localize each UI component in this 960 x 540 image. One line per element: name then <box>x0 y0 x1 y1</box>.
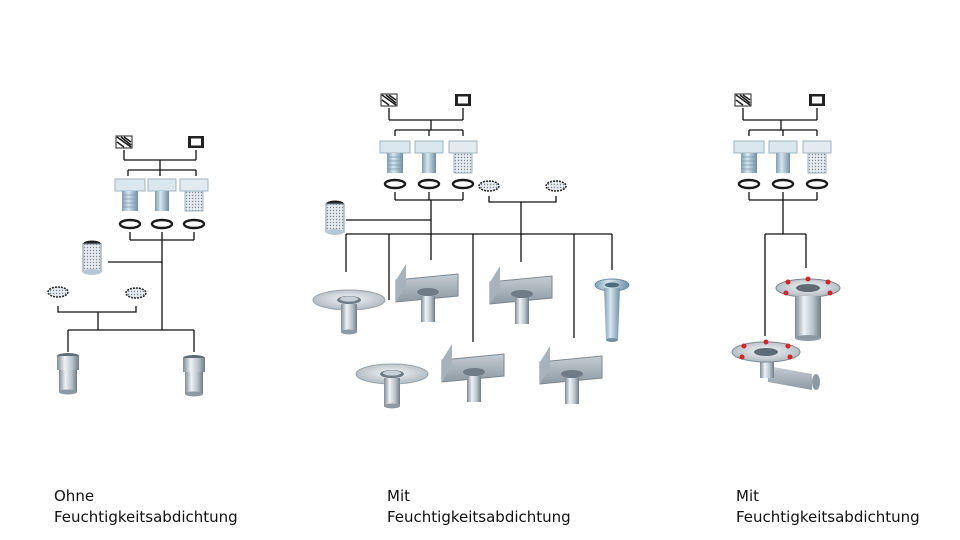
group-with-sealing-2 <box>731 93 841 390</box>
gasket-icon <box>737 178 761 190</box>
long-outlet-icon <box>594 278 630 342</box>
gasket-icon <box>417 178 441 190</box>
sieve-insert-icon <box>802 140 832 174</box>
caption-without-sealing: Ohne Feuchtigkeitsabdichtung <box>54 486 238 528</box>
caption-with-sealing-1: Mit Feuchtigkeitsabdichtung <box>387 486 571 528</box>
ring-grate-icon <box>545 180 567 192</box>
corner-flange-drain-icon <box>539 345 603 405</box>
insert-icon <box>768 140 798 174</box>
odor-trap-insert-icon <box>379 140 411 174</box>
frame-icon <box>455 94 471 106</box>
sieve-insert-icon <box>448 140 478 174</box>
caption-line-1: Mit <box>387 487 410 505</box>
gasket-icon <box>771 178 795 190</box>
ring-grate-icon <box>478 180 500 192</box>
ring-grate-icon <box>125 287 147 299</box>
dirt-basket-icon <box>82 240 102 276</box>
outlet-pipe-icon <box>183 355 205 397</box>
clamp-flange-vertical-drain-icon <box>775 276 841 341</box>
gasket-icon <box>182 218 206 230</box>
flange-drain-icon <box>355 363 429 409</box>
grate-icon <box>734 93 752 107</box>
caption-line-1: Ohne <box>54 487 95 505</box>
gasket-icon <box>150 218 174 230</box>
wall-flange-drain-icon <box>441 343 505 403</box>
outlet-pipe-icon <box>57 353 79 395</box>
insert-icon <box>414 140 444 174</box>
gasket-icon <box>451 178 475 190</box>
sieve-insert-icon <box>179 178 209 212</box>
frame-icon <box>809 94 825 106</box>
odor-trap-insert-icon <box>733 140 765 174</box>
gasket-icon <box>805 178 829 190</box>
wall-flange-drain-icon <box>395 263 459 323</box>
clamp-flange-horizontal-drain-icon <box>731 339 820 390</box>
grate-icon <box>115 135 133 149</box>
caption-line-2: Feuchtigkeitsabdichtung <box>54 508 238 526</box>
caption-line-2: Feuchtigkeitsabdichtung <box>736 508 920 526</box>
gasket-icon <box>118 218 142 230</box>
caption-line-1: Mit <box>736 487 759 505</box>
caption-with-sealing-2: Mit Feuchtigkeitsabdichtung <box>736 486 920 528</box>
corner-flange-drain-icon <box>489 265 553 325</box>
frame-icon <box>188 136 204 148</box>
insert-icon <box>147 178 177 212</box>
odor-trap-insert-icon <box>114 178 146 212</box>
group-without-sealing <box>47 135 209 397</box>
caption-line-2: Feuchtigkeitsabdichtung <box>387 508 571 526</box>
gasket-icon <box>383 178 407 190</box>
dirt-basket-icon <box>325 200 345 236</box>
ring-grate-icon <box>47 286 69 298</box>
flange-drain-icon <box>312 289 386 335</box>
grate-icon <box>380 93 398 107</box>
group-with-sealing-1 <box>312 93 630 409</box>
